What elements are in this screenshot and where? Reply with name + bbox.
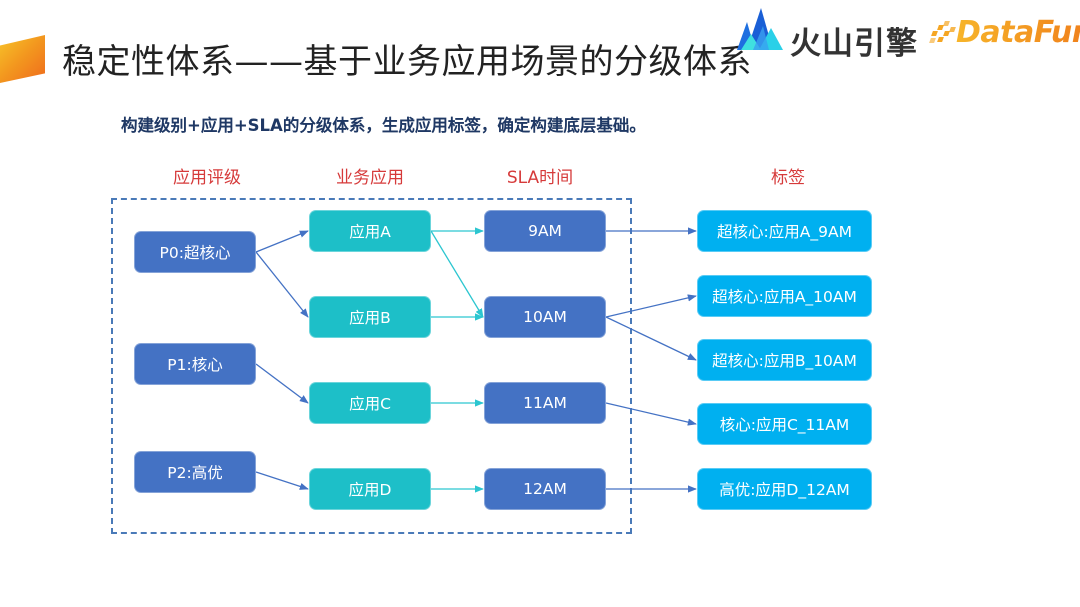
level-node-label: P2:高优 — [167, 464, 223, 482]
datafun-dots-icon — [929, 21, 956, 43]
grading-system-frame — [111, 198, 632, 534]
sla-node-label: 12AM — [523, 480, 567, 498]
level-node-p1: P1:核心 — [134, 343, 256, 385]
tag-node: 超核心:应用B_10AM — [697, 339, 872, 381]
tag-node-label: 超核心:应用A_10AM — [712, 288, 857, 306]
tag-node-label: 超核心:应用A_9AM — [717, 223, 852, 241]
tag-node-label: 高优:应用D_12AM — [719, 481, 850, 499]
column-header-tag: 标签 — [771, 168, 805, 188]
slide-subtitle: 构建级别+应用+SLA的分级体系，生成应用标签，确定构建底层基础。 — [121, 116, 646, 135]
level-node-label: P0:超核心 — [159, 244, 231, 262]
level-node-label: P1:核心 — [167, 356, 223, 374]
app-node-c: 应用C — [309, 382, 431, 424]
app-node-label: 应用A — [349, 223, 391, 241]
sla-node-10am: 10AM — [484, 296, 606, 338]
sla-node-label: 10AM — [523, 308, 567, 326]
column-header-level: 应用评级 — [173, 168, 241, 188]
app-node-d: 应用D — [309, 468, 431, 510]
app-node-label: 应用B — [349, 309, 391, 327]
column-header-app: 业务应用 — [336, 168, 404, 188]
app-node-b: 应用B — [309, 296, 431, 338]
app-node-a: 应用A — [309, 210, 431, 252]
volcano-engine-logo-text: 火山引擎 — [790, 26, 918, 62]
title-accent-bar — [0, 35, 45, 83]
tag-node: 高优:应用D_12AM — [697, 468, 872, 510]
datafun-logo-text: DataFun. — [956, 15, 1080, 50]
datafun-logo: DataFun. — [929, 14, 1080, 50]
tag-node: 超核心:应用A_10AM — [697, 275, 872, 317]
tag-node-label: 核心:应用C_11AM — [719, 416, 850, 434]
level-node-p2: P2:高优 — [134, 451, 256, 493]
tag-node: 超核心:应用A_9AM — [697, 210, 872, 252]
app-node-label: 应用D — [348, 481, 392, 499]
volcano-engine-logo-icon — [737, 8, 783, 50]
column-header-sla: SLA时间 — [506, 168, 574, 188]
sla-node-label: 11AM — [523, 394, 567, 412]
slide-title: 稳定性体系——基于业务应用场景的分级体系 — [62, 42, 752, 82]
tag-node-label: 超核心:应用B_10AM — [712, 352, 857, 370]
app-node-label: 应用C — [349, 395, 391, 413]
sla-node-11am: 11AM — [484, 382, 606, 424]
tag-node: 核心:应用C_11AM — [697, 403, 872, 445]
sla-node-label: 9AM — [528, 222, 562, 240]
level-node-p0: P0:超核心 — [134, 231, 256, 273]
sla-node-12am: 12AM — [484, 468, 606, 510]
sla-node-9am: 9AM — [484, 210, 606, 252]
